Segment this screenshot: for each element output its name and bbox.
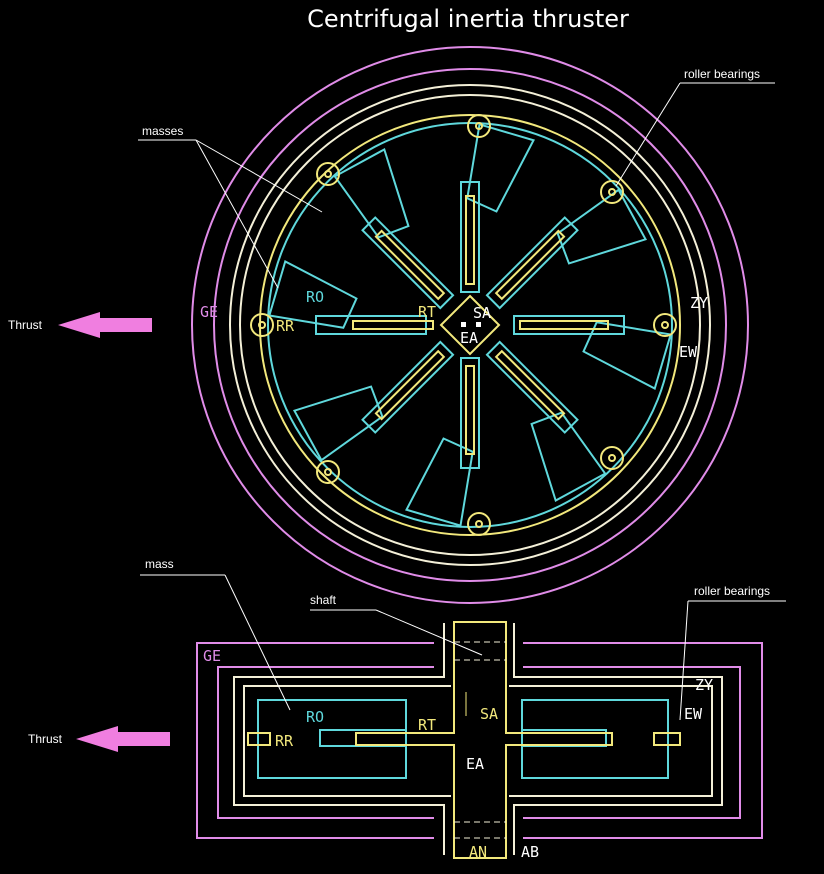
bearing-1 [467,114,491,138]
shaft-arms [352,195,609,455]
code-ew-side: EW [684,705,703,723]
code-rr-side: RR [275,732,294,750]
code-ro-side: RO [306,708,324,726]
code-rr-top: RR [276,317,295,335]
arm-guide-s [460,357,480,469]
arm-guide-ne [485,216,579,310]
arm-n [465,195,475,285]
code-ea-side: EA [466,755,484,773]
code-ea-top: EA [460,329,478,347]
shaft-center-mark-left [461,322,466,327]
label-roller-bearings-side: roller bearings [694,584,770,598]
mass-5 [405,434,490,533]
casing-outer-left [233,623,445,855]
housing-inner-left [217,666,434,819]
label-thrust-top: Thrust [8,318,43,332]
arm-guide-e [513,315,625,335]
casing-outer-ring [229,84,711,566]
arm-s [465,365,475,455]
code-rt-top: RT [418,303,436,321]
arm-e [519,320,609,330]
arm-guide-se [485,340,579,434]
bearing-3 [653,313,677,337]
label-roller-bearings-top: roller bearings [684,67,760,81]
casing-inner-ring [239,94,701,556]
label-mass: mass [145,557,174,571]
arm-guide-w [315,315,427,335]
top-leader-lines [138,82,775,289]
code-an-side: AN [469,843,487,861]
arm-sw [374,349,446,421]
code-ge-side: GE [203,647,221,665]
code-rt-side: RT [418,716,436,734]
code-zy-top: ZY [690,294,708,312]
shaft-center-mark-right [476,322,481,327]
code-ew-top: EW [679,343,698,361]
bearing-7 [250,313,274,337]
arm-guide-nw [361,216,455,310]
roller-bearings-top [250,114,677,536]
bearing-2 [600,180,624,204]
casing-outer-right [513,623,723,855]
thrust-arrow-side [76,726,170,752]
arm-w [352,320,434,330]
mass-right-side [521,699,669,779]
shaft-hub [439,294,501,356]
code-sa-top: SA [473,304,491,322]
bearing-left-side [247,732,271,746]
code-ro-top: RO [306,288,324,306]
arm-ne [494,229,566,301]
casing-inner-left [243,685,451,797]
rotor-ring [267,122,673,528]
mass-6 [293,379,391,464]
arm-se [494,349,566,421]
housing-side [196,642,763,839]
mass-3 [579,305,678,390]
masses-side [257,699,669,779]
thrust-arrow-top [58,312,152,338]
arm-guides [315,181,625,469]
bearing-6 [316,460,340,484]
housing-outer-right [523,642,763,839]
mass-4 [524,404,609,502]
arm-guide-sw [361,340,455,434]
top-view: masses roller bearings Thrust GE RO RR R… [8,46,775,604]
code-zy-side: ZY [695,676,713,694]
side-leader-lines [140,574,786,721]
label-masses: masses [142,124,183,138]
arm-guide-n [460,181,480,293]
mass-8 [331,148,416,246]
shaft-side [247,621,681,859]
shaft-dashes [454,641,506,839]
label-thrust-side: Thrust [28,732,63,746]
code-ab-side: AB [521,843,539,861]
bearing-right-side [653,732,681,746]
mass-2 [549,186,647,271]
housing-outer-ring [191,46,749,604]
mass-1 [450,117,535,216]
bearing-5 [467,512,491,536]
code-sa-side: SA [480,705,498,723]
label-shaft: shaft [310,593,337,607]
housing-inner-right [523,666,741,819]
casing-side [233,623,723,855]
housing-inner-ring [213,68,727,582]
side-view: mass shaft roller bearings Thrust GE RO … [28,557,786,861]
diagram-title: Centrifugal inertia thruster [307,5,629,33]
housing-outer-left [196,642,434,839]
casing-inner-right [509,685,713,797]
bearing-8 [316,162,340,186]
code-ge-top: GE [200,303,218,321]
arm-nw [374,229,446,301]
shaft-body [355,621,613,859]
bearing-4 [600,446,624,470]
